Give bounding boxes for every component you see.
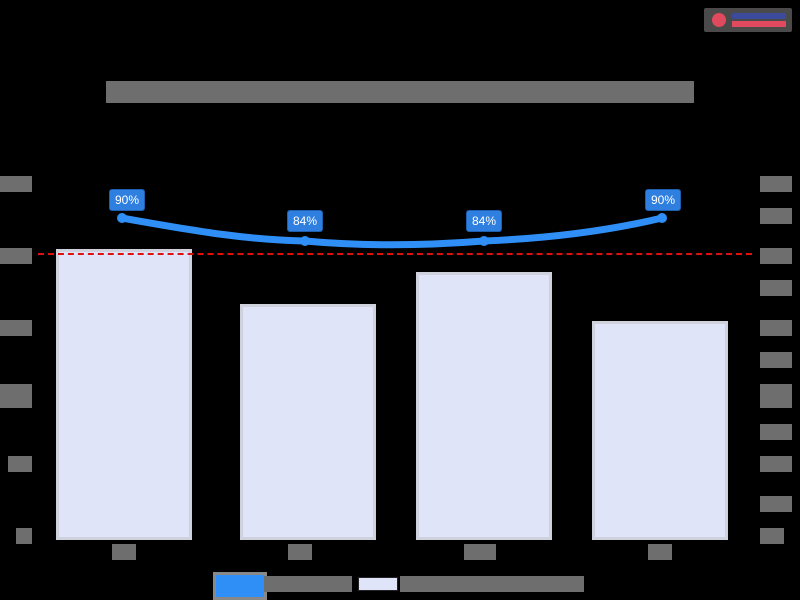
y2-axis-label (760, 208, 792, 224)
y2-axis-label (760, 248, 792, 264)
logo (704, 8, 792, 32)
bar-1[interactable] (56, 249, 192, 540)
x-axis-label (112, 544, 136, 560)
y2-axis-label (760, 176, 792, 192)
y-axis-label (0, 320, 32, 336)
bar-2[interactable] (240, 304, 376, 540)
y2-axis-label (760, 352, 792, 368)
x-axis-label (288, 544, 312, 560)
y-axis-label (0, 176, 32, 192)
data-label: 90% (645, 189, 682, 211)
logo-icon (712, 13, 726, 27)
y-axis-label (0, 248, 32, 264)
y2-axis-label (760, 496, 792, 512)
y2-axis-label (760, 424, 792, 440)
legend-swatch-bar[interactable] (358, 577, 398, 591)
legend-label-bar (400, 576, 584, 592)
y2-axis-label (760, 320, 792, 336)
y-axis-label (8, 456, 32, 472)
y2-axis-label (760, 528, 784, 544)
reference-line (38, 253, 752, 255)
legend-swatch-line[interactable] (213, 572, 267, 600)
data-label: 84% (466, 210, 503, 232)
x-axis-label (464, 544, 496, 560)
data-label: 84% (287, 210, 324, 232)
x-axis-label (648, 544, 672, 560)
legend-label-line (264, 576, 352, 592)
y-axis-label (16, 528, 32, 544)
data-label: 90% (109, 189, 146, 211)
bar-3[interactable] (416, 272, 552, 540)
y2-axis-label (760, 280, 792, 296)
chart-title (106, 81, 694, 103)
bar-4[interactable] (592, 321, 728, 540)
y2-axis-label (760, 384, 792, 408)
y-axis-label (0, 384, 32, 408)
y2-axis-label (760, 456, 792, 472)
